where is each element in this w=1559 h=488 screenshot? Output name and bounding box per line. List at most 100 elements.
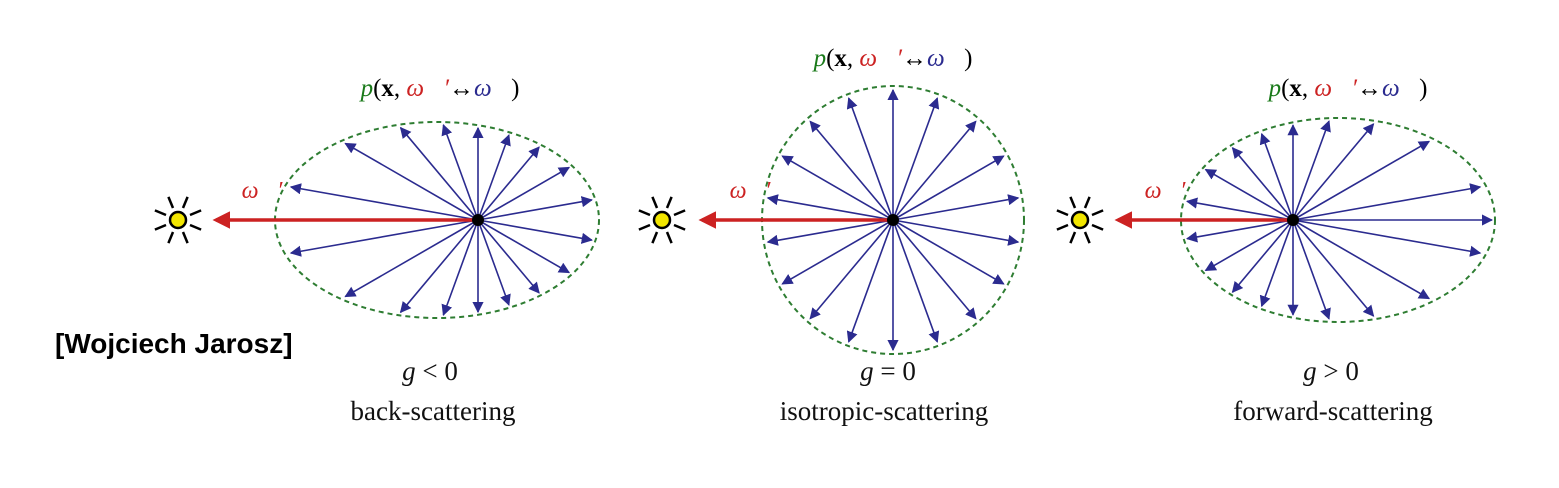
scatter-direction-arrow [477, 219, 593, 244]
formula-p: p [813, 45, 827, 72]
scatter-direction-arrow [289, 183, 479, 221]
light-ray [665, 196, 673, 209]
scatter-direction-arrow [1204, 168, 1294, 221]
formula-omega-prime: ω⃗′ [406, 75, 449, 102]
formula-arrow: ↔ [1356, 75, 1382, 102]
formula-comma: , [846, 45, 860, 72]
scatter-direction-arrow [1292, 219, 1331, 320]
scatter-direction-arrow [1292, 219, 1431, 300]
g-value-3: g > 0 [1303, 356, 1359, 387]
scatter-direction-arrow [1259, 132, 1294, 221]
scatter-direction-arrow [892, 97, 940, 221]
formula-omega-prime: ω⃗′ [1314, 75, 1357, 102]
scattering-panel-3 [1056, 117, 1496, 323]
light-ray [673, 223, 686, 231]
scatter-direction-arrow [477, 166, 571, 221]
g-var-1: g [402, 356, 416, 386]
scatter-direction-arrow [399, 219, 479, 314]
light-ray [1056, 223, 1069, 231]
g-var-2: g [860, 356, 874, 386]
formula-x: x [1289, 75, 1302, 102]
scatter-direction-arrow [1185, 197, 1294, 221]
light-ray [1083, 231, 1091, 244]
scattering-point [1287, 214, 1299, 226]
light-ray [1056, 209, 1069, 217]
light-ray [665, 231, 673, 244]
formula-p: p [360, 75, 374, 102]
scatter-direction-arrow [1292, 183, 1482, 221]
scatter-direction-arrow [809, 219, 894, 320]
scattering-point [887, 214, 899, 226]
scatter-direction-arrow [892, 219, 940, 343]
g-var-3: g [1303, 356, 1317, 386]
light-ray [154, 223, 167, 231]
light-source-disc [652, 210, 672, 230]
scatter-direction-arrow [766, 194, 894, 221]
scatter-direction-arrow [781, 155, 894, 221]
scatter-direction-arrow [1292, 219, 1482, 257]
panel-label-2: isotropic-scattering [779, 396, 989, 426]
formula-omega: ω⃗ [473, 75, 512, 102]
scatter-direction-arrow [477, 134, 511, 221]
light-ray [189, 209, 202, 217]
g-value-1: g < 0 [402, 356, 458, 387]
light-ray [651, 196, 659, 209]
scatter-direction-arrow [1292, 120, 1331, 221]
light-ray [1069, 196, 1077, 209]
scatter-direction-arrow [892, 155, 1005, 221]
formula-omega-prime: ω⃗′ [859, 45, 902, 72]
scatter-direction-arrow [1204, 219, 1294, 272]
phase-lobe-ellipse [1180, 117, 1496, 323]
scatter-direction-arrow [846, 97, 894, 221]
scatter-direction-arrow [1292, 219, 1375, 317]
light-ray [181, 231, 189, 244]
light-ray [1069, 231, 1077, 244]
scattering-point [472, 214, 484, 226]
light-ray [1091, 209, 1104, 217]
formula-close: ) [511, 75, 520, 102]
scatter-direction-arrow [781, 219, 894, 285]
light-ray [1083, 196, 1091, 209]
formula-omega: ω⃗ [1381, 75, 1420, 102]
credit-label: [Wojciech Jarosz] [55, 328, 293, 359]
light-ray [673, 209, 686, 217]
g-rel-1: < 0 [415, 356, 458, 386]
scatter-direction-arrow [1231, 219, 1294, 294]
scatter-direction-arrow [477, 146, 540, 221]
scatter-direction-arrow [766, 219, 894, 246]
scatter-direction-arrow [477, 196, 593, 221]
formula-close: ) [964, 45, 973, 72]
scatter-direction-arrow [1292, 140, 1431, 221]
light-ray [181, 196, 189, 209]
light-ray [651, 231, 659, 244]
scatter-direction-arrow [892, 219, 1005, 285]
g-rel-3: > 0 [1316, 356, 1359, 386]
incident-direction-label-2: ω⃗′ [729, 178, 771, 204]
light-ray [1091, 223, 1104, 231]
light-ray [189, 223, 202, 231]
scatter-direction-arrow [344, 142, 479, 221]
light-source-icon [154, 196, 202, 244]
light-ray [167, 231, 175, 244]
formula-arrow: ↔ [901, 45, 927, 72]
phase-function-formula-1: p(x, ω⃗′↔ω⃗) [361, 75, 520, 103]
formula-comma: , [393, 75, 407, 102]
formula-x: x [834, 45, 847, 72]
panel-label-1: back-scattering [350, 396, 516, 426]
formula-p: p [1268, 75, 1282, 102]
scatter-direction-arrow [892, 219, 977, 320]
light-ray [638, 223, 651, 231]
phase-function-formula-2: p(x, ω⃗′↔ω⃗) [814, 45, 973, 73]
scattering-panel-1 [154, 121, 600, 319]
scatter-direction-arrow [1259, 219, 1294, 308]
scattering-panel-2 [638, 85, 1025, 355]
phase-function-formula-3: p(x, ω⃗′↔ω⃗) [1269, 75, 1428, 103]
formula-close: ) [1419, 75, 1428, 102]
light-source-disc [168, 210, 188, 230]
scatter-direction-arrow [441, 219, 479, 317]
formula-comma: , [1301, 75, 1315, 102]
light-source-icon [1056, 196, 1104, 244]
panel-label-3: forward-scattering [1233, 396, 1433, 426]
light-source-disc [1070, 210, 1090, 230]
